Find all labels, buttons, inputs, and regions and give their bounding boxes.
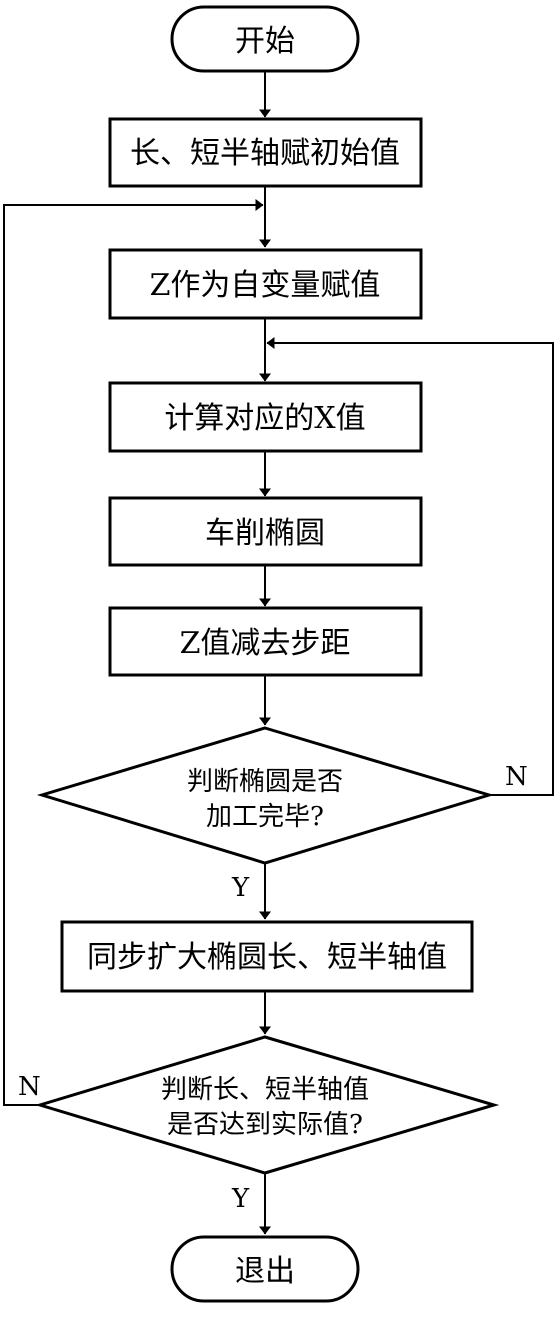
loop-decision2-no [3, 199, 264, 1106]
init-process: 长、短半轴赋初始值 [108, 117, 423, 188]
decision2-yes-label: Y [231, 1184, 250, 1214]
start-node: 开始 [170, 5, 360, 73]
z-step-label: Z值减去步距 [180, 626, 351, 661]
loop-decision1-no [266, 337, 554, 796]
assign-z-process: Z作为自变量赋值 [108, 248, 423, 320]
decision-ellipse-done: 判断椭圆是否 加工完毕? [36, 726, 495, 865]
decision-axes-reached: 判断长、短半轴值 是否达到实际值? [34, 1035, 500, 1175]
decision1-no-label: N [505, 762, 528, 792]
calc-x-process: 计算对应的X值 [108, 381, 423, 453]
decision2-no-label: N [18, 1072, 41, 1102]
z-step-process: Z值减去步距 [108, 606, 423, 677]
decision1-line2: 加工完毕? [206, 802, 324, 832]
decision1-line1: 判断椭圆是否 [187, 767, 343, 797]
turn-label: 车削椭圆 [205, 516, 325, 551]
decision1-yes-label: Y [231, 873, 250, 903]
expand-axes-process: 同步扩大椭圆长、短半轴值 [60, 920, 474, 993]
end-label: 退出 [235, 1254, 295, 1289]
end-node: 退出 [170, 1235, 360, 1303]
assign-z-label: Z作为自变量赋值 [150, 268, 381, 303]
decision2-line1: 判断长、短半轴值 [161, 1075, 369, 1105]
decision2-line2: 是否达到实际值? [167, 1110, 363, 1140]
init-label: 长、短半轴赋初始值 [130, 136, 400, 171]
calc-x-label: 计算对应的X值 [164, 401, 365, 436]
expand-label: 同步扩大椭圆长、短半轴值 [87, 940, 447, 975]
turn-ellipse-process: 车削椭圆 [108, 496, 423, 567]
start-label: 开始 [235, 24, 295, 59]
